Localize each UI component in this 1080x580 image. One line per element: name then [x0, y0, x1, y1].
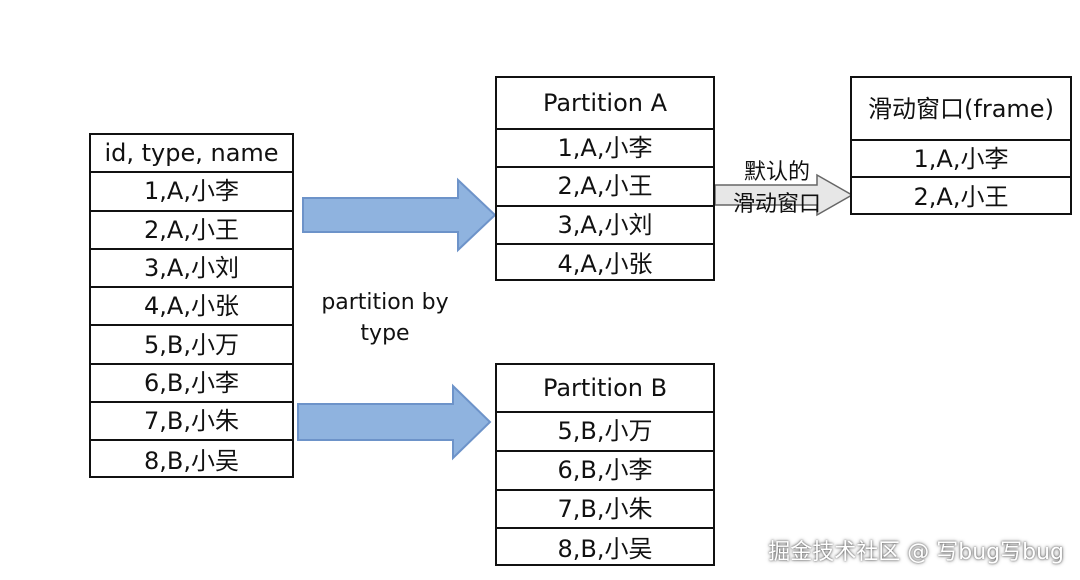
frame-table-row: 1,A,小李 — [852, 141, 1070, 178]
source-table-row: 8,B,小吴 — [144, 446, 239, 475]
source-table-row: 7,B,小朱 — [91, 403, 292, 442]
partition-by-label-line2: type — [360, 320, 410, 346]
source-table-row: 1,A,小李 — [91, 173, 292, 212]
source-table-row: 4,A,小张 — [91, 288, 292, 327]
partition-b-title: Partition B — [497, 365, 713, 413]
partition-arrow-to-a — [302, 177, 497, 253]
partition-b-row: 5,B,小万 — [497, 413, 713, 452]
source-table-row: 3,A,小刘 — [91, 250, 292, 289]
partition-a-row: 1,A,小李 — [497, 130, 713, 169]
frame-arrow-shape — [714, 173, 854, 217]
default-frame-label-line1: 默认的 — [743, 160, 810, 185]
frame-table-title: 滑动窗口(frame) — [852, 78, 1070, 141]
partition-a-row: 4,A,小张 — [557, 249, 653, 278]
partition-arrow-to-a-shape — [302, 177, 497, 253]
source-table: id, type, name 1,A,小李 2,A,小王 3,A,小刘 4,A,… — [89, 133, 294, 478]
frame-table-row: 2,A,小王 — [913, 182, 1009, 211]
frame-table: 滑动窗口(frame) 1,A,小李 2,A,小王 — [850, 76, 1072, 215]
source-table-row: 6,B,小李 — [91, 365, 292, 404]
partition-b-row: 8,B,小吴 — [557, 534, 653, 563]
partition-b-row: 6,B,小李 — [497, 452, 713, 491]
partition-arrow-to-b — [297, 383, 492, 461]
partition-a-title: Partition A — [497, 78, 713, 130]
source-table-header: id, type, name — [91, 135, 292, 174]
partition-a-table: Partition A 1,A,小李 2,A,小王 3,A,小刘 4,A,小张 — [495, 76, 715, 281]
frame-arrow — [714, 173, 854, 217]
partition-by-label-line1: partition by — [321, 290, 449, 315]
partition-b-row: 7,B,小朱 — [497, 491, 713, 530]
partition-a-row: 2,A,小王 — [497, 168, 713, 207]
partition-arrow-to-b-shape — [297, 383, 492, 461]
default-frame-label: 默认的 滑动窗口 — [722, 157, 832, 221]
source-table-row: 2,A,小王 — [91, 212, 292, 250]
partition-b-table: Partition B 5,B,小万 6,B,小李 7,B,小朱 8,B,小吴 — [495, 363, 715, 566]
partition-by-label: partition by type — [300, 288, 470, 350]
watermark: 掘金技术社区 @ 写bug写bug — [768, 540, 1064, 565]
default-frame-label-line2: 滑动窗口 — [732, 191, 821, 217]
partition-a-row: 3,A,小刘 — [497, 207, 713, 245]
source-table-row: 5,B,小万 — [91, 326, 292, 365]
